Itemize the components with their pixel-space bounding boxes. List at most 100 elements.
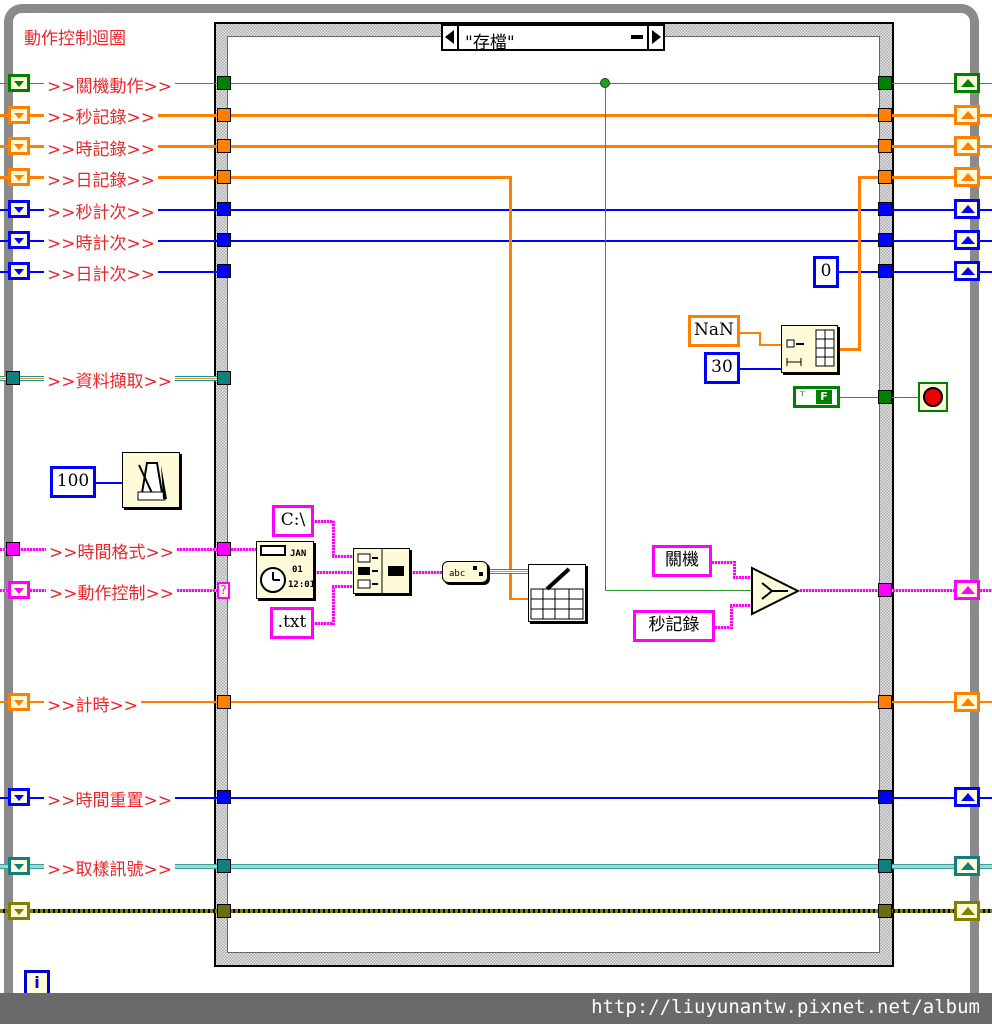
while-loop-frame bbox=[4, 4, 979, 1010]
shift-register-right-sample-signal[interactable] bbox=[954, 856, 980, 876]
shift-register-left-timer[interactable] bbox=[8, 693, 30, 711]
wire-action-control-out bbox=[800, 589, 992, 592]
metronome-icon bbox=[137, 462, 167, 501]
wire-nan-v bbox=[759, 332, 761, 345]
wait-ms-node[interactable] bbox=[122, 452, 180, 508]
wire-path bbox=[488, 569, 530, 574]
shift-register-right-hour-count[interactable] bbox=[954, 230, 980, 250]
shift-register-left-shutdown[interactable] bbox=[8, 74, 30, 92]
shift-register-right-timer[interactable] bbox=[954, 692, 980, 712]
shift-register-right-sec-record[interactable] bbox=[954, 105, 980, 125]
shift-register-right-error[interactable] bbox=[954, 901, 980, 921]
wait-ms-constant[interactable]: 100 bbox=[50, 466, 96, 498]
boolean-false-constant[interactable]: ᵀ F bbox=[793, 386, 840, 408]
wire-shutdown-str-2 bbox=[733, 576, 753, 579]
tunnel-left-time-format[interactable] bbox=[6, 542, 20, 556]
case-tunnel-out bbox=[878, 790, 892, 804]
wire-c-2 bbox=[332, 555, 354, 558]
loop-title: 動作控制迴圈 bbox=[24, 29, 126, 49]
shift-register-left-day-record[interactable] bbox=[8, 168, 30, 186]
wire-hour-count bbox=[0, 240, 992, 242]
shift-register-left-action-control[interactable] bbox=[8, 581, 30, 599]
wire-init-array-up bbox=[858, 176, 861, 351]
nan-constant[interactable]: NaN bbox=[688, 315, 740, 347]
watermark-bar bbox=[0, 993, 992, 1024]
wire-sec-record bbox=[0, 114, 992, 117]
shift-register-left-hour-count[interactable] bbox=[8, 231, 30, 249]
shift-register-left-sec-record[interactable] bbox=[8, 106, 30, 124]
case-tunnel-out bbox=[878, 202, 892, 216]
shift-register-left-error[interactable] bbox=[8, 902, 30, 920]
select-triangle-icon bbox=[751, 566, 801, 616]
case-tunnel-in bbox=[217, 790, 231, 804]
label-time-reset: >>時間重置>> bbox=[44, 786, 175, 811]
shift-register-left-day-count[interactable] bbox=[8, 262, 30, 280]
wire-secrec-str-2 bbox=[730, 604, 752, 607]
case-tunnel-out bbox=[878, 583, 892, 597]
case-selector[interactable]: "存檔" bbox=[441, 24, 665, 53]
shift-register-right-shutdown[interactable] bbox=[954, 73, 980, 93]
wire-junction bbox=[600, 78, 610, 88]
initialize-array-icon bbox=[786, 329, 835, 367]
label-timer: >>計時>> bbox=[44, 691, 141, 716]
shutdown-string-constant[interactable]: 關機 bbox=[652, 545, 712, 577]
label-hour-count: >>時計次>> bbox=[44, 229, 158, 254]
boolean-false-value: F bbox=[816, 390, 832, 404]
case-prev-arrow[interactable] bbox=[443, 26, 459, 49]
case-tunnel-out bbox=[878, 233, 892, 247]
wire-day-count-out bbox=[838, 271, 992, 273]
label-action-control: >>動作控制>> bbox=[46, 579, 177, 604]
path-prefix-constant[interactable]: C:\ bbox=[272, 505, 314, 537]
wire-secrec-str bbox=[715, 626, 731, 629]
label-day-record: >>日記錄>> bbox=[44, 166, 158, 191]
shift-register-left-sample-signal[interactable] bbox=[8, 857, 30, 875]
shift-register-right-sec-count[interactable] bbox=[954, 199, 980, 219]
case-tunnel-out bbox=[878, 390, 892, 404]
zero-constant[interactable]: 0 bbox=[813, 256, 839, 288]
case-tunnel-in bbox=[217, 542, 231, 556]
shift-register-left-sec-count[interactable] bbox=[8, 200, 30, 218]
write-spreadsheet-node[interactable] bbox=[528, 564, 586, 622]
spreadsheet-pencil-icon bbox=[530, 567, 584, 620]
label-data-acq: >>資料擷取>> bbox=[44, 367, 175, 392]
shift-register-left-time-reset[interactable] bbox=[8, 788, 30, 806]
shift-register-right-time-reset[interactable] bbox=[954, 787, 980, 807]
array-size-constant[interactable]: 30 bbox=[704, 352, 740, 384]
shift-register-left-hour-record[interactable] bbox=[8, 137, 30, 155]
shift-register-right-action-control[interactable] bbox=[954, 580, 980, 600]
concatenate-strings-node[interactable] bbox=[353, 548, 410, 594]
case-next-arrow[interactable] bbox=[647, 26, 663, 49]
wire-secrec-str-v bbox=[730, 604, 733, 629]
string-to-path-node[interactable]: abc bbox=[442, 561, 488, 583]
case-selector-label: "存檔" bbox=[465, 33, 515, 53]
shift-register-right-day-count[interactable] bbox=[954, 261, 980, 281]
wire-sec-count bbox=[0, 209, 992, 211]
label-sec-record: >>秒記錄>> bbox=[44, 103, 158, 128]
label-sample-signal: >>取樣訊號>> bbox=[44, 855, 175, 880]
stop-icon bbox=[923, 387, 943, 407]
case-tunnel-out bbox=[878, 904, 892, 918]
wire-nan-2 bbox=[759, 344, 781, 346]
shift-register-right-day-record[interactable] bbox=[954, 167, 980, 187]
stop-terminal[interactable] bbox=[918, 382, 948, 412]
label-hour-record: >>時記錄>> bbox=[44, 135, 158, 160]
case-tunnel-in bbox=[217, 202, 231, 216]
concatenate-icon bbox=[357, 549, 404, 593]
case-selector-terminal: ? bbox=[217, 582, 230, 599]
select-node[interactable] bbox=[750, 566, 801, 616]
tunnel-left-data-acq[interactable] bbox=[6, 371, 20, 385]
watermark-text: http://liuyunantw.pixnet.net/album bbox=[591, 996, 980, 1018]
wire-shutdown-branch bbox=[605, 83, 606, 590]
shift-register-right-hour-record[interactable] bbox=[954, 136, 980, 156]
case-dropdown-icon[interactable] bbox=[631, 35, 643, 39]
sec-record-string-constant[interactable]: 秒記錄 bbox=[633, 610, 715, 642]
wire-time-reset bbox=[0, 797, 992, 799]
case-tunnel-out bbox=[878, 859, 892, 873]
initialize-array-node[interactable] bbox=[781, 325, 838, 373]
case-tunnel-in bbox=[217, 76, 231, 90]
case-tunnel-in bbox=[217, 170, 231, 184]
wire-timer bbox=[0, 701, 992, 703]
case-tunnel-in bbox=[217, 264, 231, 278]
extension-constant[interactable]: .txt bbox=[270, 607, 314, 639]
